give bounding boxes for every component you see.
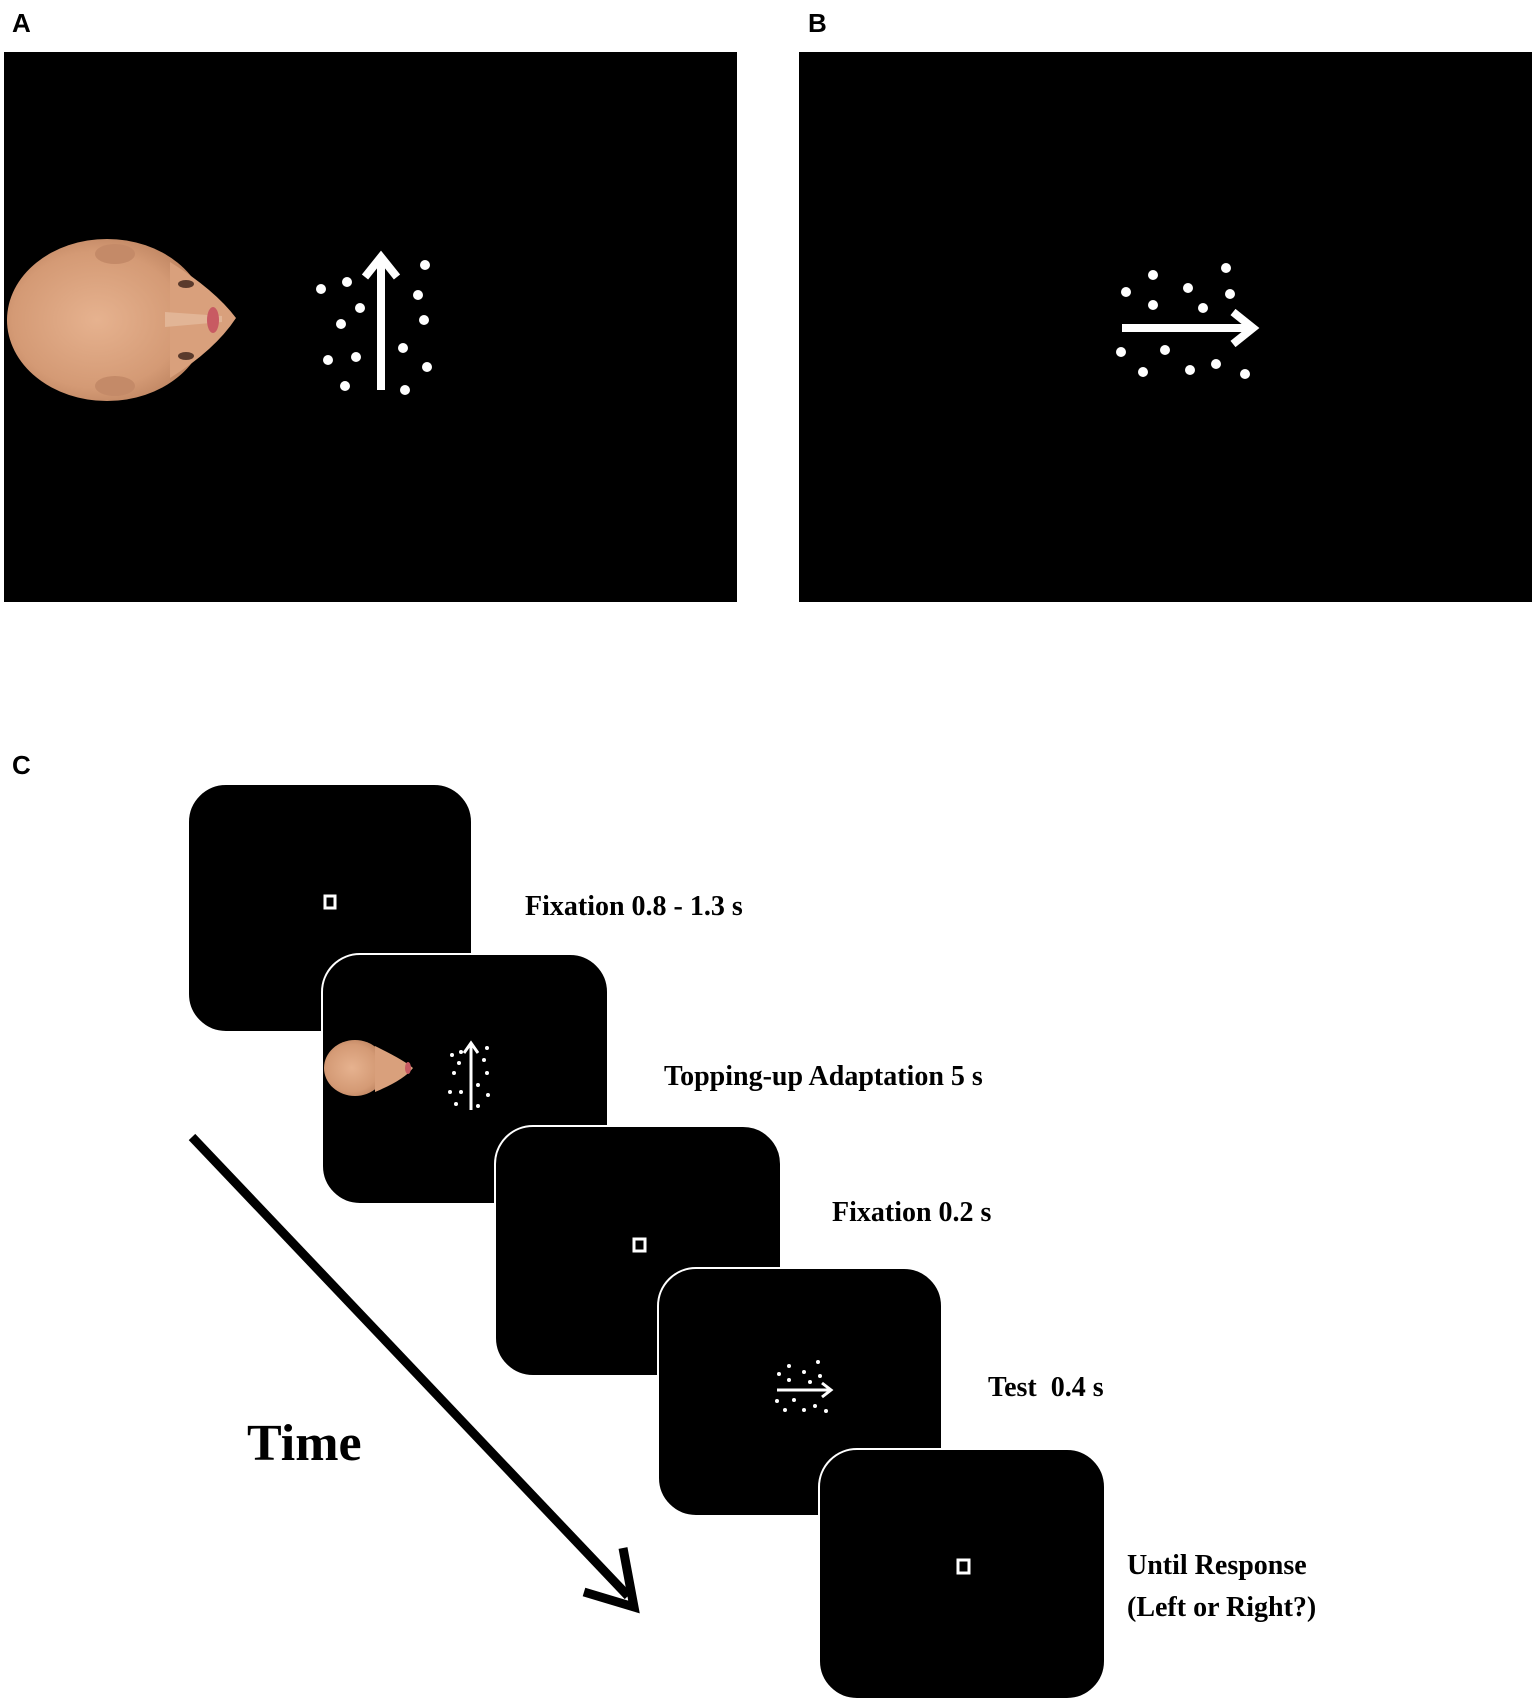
fixation-square-icon [323,894,337,910]
adaptation-dots [316,260,432,395]
test-dots [1116,263,1250,379]
face-top-view-icon [324,1040,413,1096]
step-5-caption-line2: (Left or Right?) [1127,1592,1316,1623]
step-5-caption: Until Response [1127,1550,1307,1581]
upward-motion-arrow-icon [462,1040,480,1110]
rightward-motion-arrow-icon [1122,308,1260,348]
panel-b-test-display [799,52,1532,602]
step-3-caption: Fixation 0.2 s [832,1197,992,1228]
fixation-square-icon [632,1237,647,1253]
adaptation-dots [448,1046,490,1108]
fixation-square-icon [956,1558,971,1575]
panel-c-trial-sequence: Time Fixation 0.8 - 1.3 s [187,783,1316,1700]
panel-label-a: A [12,8,31,38]
rightward-motion-arrow-icon [777,1381,834,1399]
time-arrow-icon [188,1133,640,1614]
step-4-caption: Test 0.4 s [988,1372,1104,1403]
upward-motion-arrow-icon [361,250,401,390]
face-top-view-icon [7,239,236,401]
step-1-caption: Fixation 0.8 - 1.3 s [525,891,743,922]
test-dots [775,1360,828,1413]
step-5-screen [818,1448,1106,1700]
step-2-caption: Topping-up Adaptation 5 s [664,1061,983,1092]
panel-label-b: B [808,8,827,38]
time-label: Time [247,1415,362,1472]
panel-a-adaptation-display [4,52,737,602]
panel-label-c: C [12,750,31,780]
